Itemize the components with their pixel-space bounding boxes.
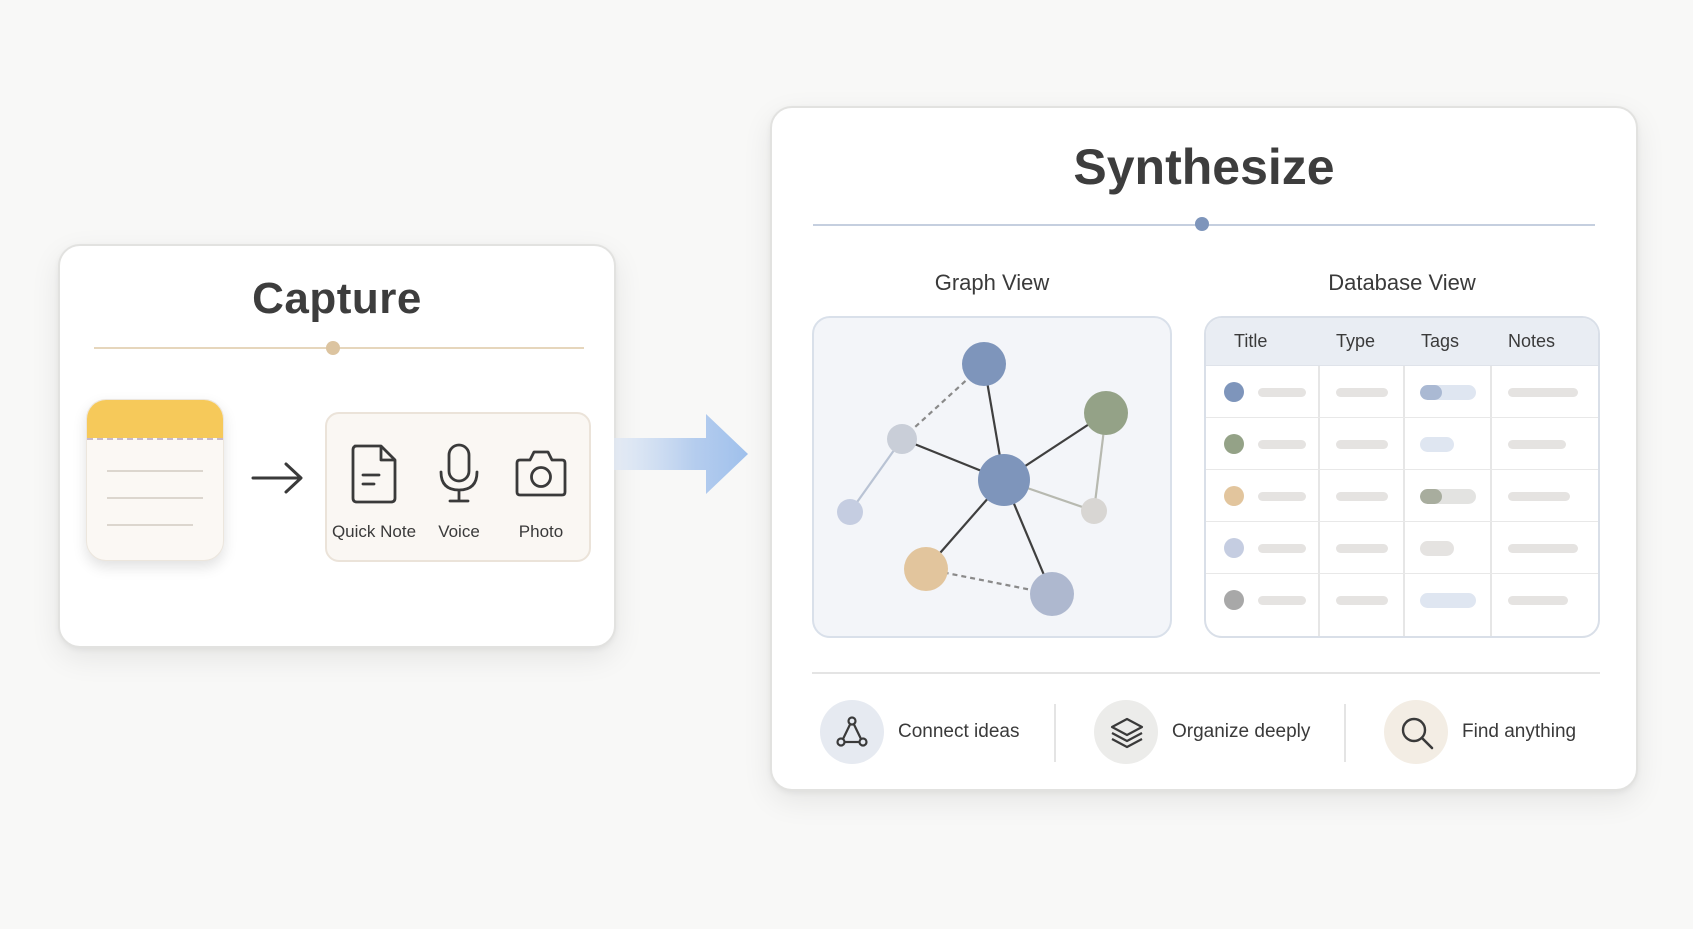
synthesize-title: Synthesize bbox=[1073, 139, 1335, 195]
find-anything-label: Find anything bbox=[1462, 721, 1577, 742]
table-row[interactable] bbox=[1206, 470, 1598, 522]
features-divider bbox=[812, 672, 1600, 674]
photo-label: Photo bbox=[518, 522, 564, 541]
graph-node bbox=[837, 499, 863, 525]
synthesize-divider-dot bbox=[1195, 217, 1209, 231]
quick-note-button[interactable]: Quick Note bbox=[329, 442, 419, 542]
database-header: Title Type Tags Notes bbox=[1206, 318, 1598, 366]
column-tags[interactable]: Tags bbox=[1421, 331, 1460, 351]
table-row[interactable] bbox=[1206, 522, 1598, 574]
tag-pill bbox=[1420, 385, 1476, 400]
graph-node bbox=[904, 547, 948, 591]
microphone-icon bbox=[439, 443, 479, 503]
feature-separator bbox=[1344, 704, 1346, 762]
feature-connect-ideas[interactable]: Connect ideas bbox=[820, 700, 1040, 766]
row-dot bbox=[1224, 434, 1244, 454]
row-dot bbox=[1224, 486, 1244, 506]
capture-divider-dot bbox=[326, 341, 340, 355]
flow-arrow-icon bbox=[614, 414, 748, 494]
feature-organize-deeply[interactable]: Organize deeply bbox=[1094, 700, 1324, 766]
network-icon bbox=[820, 700, 884, 764]
database-view-panel[interactable]: Title Type Tags Notes bbox=[1204, 316, 1600, 638]
tag-pill bbox=[1420, 593, 1476, 608]
search-icon bbox=[1384, 700, 1448, 764]
capture-card: Capture Quick Note bbox=[58, 244, 616, 648]
table-row[interactable] bbox=[1206, 574, 1598, 626]
tag-pill bbox=[1420, 489, 1476, 504]
feature-separator bbox=[1054, 704, 1056, 762]
feature-find-anything[interactable]: Find anything bbox=[1384, 700, 1604, 766]
graph-network bbox=[837, 342, 1128, 616]
graph-node bbox=[1030, 572, 1074, 616]
connect-ideas-label: Connect ideas bbox=[898, 721, 1020, 742]
voice-label: Voice bbox=[438, 522, 480, 541]
layers-icon bbox=[1094, 700, 1158, 764]
graph-node bbox=[1084, 391, 1128, 435]
row-dot bbox=[1224, 538, 1244, 558]
table-row[interactable] bbox=[1206, 366, 1598, 418]
graph-node bbox=[978, 454, 1030, 506]
column-notes[interactable]: Notes bbox=[1508, 331, 1556, 351]
graph-view-panel[interactable] bbox=[812, 316, 1172, 638]
database-view-label: Database View bbox=[1328, 270, 1476, 295]
arrow-right-icon bbox=[251, 462, 303, 494]
table-row[interactable] bbox=[1206, 418, 1598, 470]
photo-button[interactable]: Photo bbox=[496, 442, 586, 542]
column-type[interactable]: Type bbox=[1336, 331, 1376, 351]
row-dot bbox=[1224, 382, 1244, 402]
graph-view-label: Graph View bbox=[934, 270, 1050, 295]
graph-node bbox=[887, 424, 917, 454]
capture-methods-panel: Quick Note Voice Photo bbox=[325, 412, 591, 562]
tag-pill bbox=[1420, 437, 1454, 452]
synthesize-card: Synthesize Graph View Database View bbox=[770, 106, 1638, 791]
camera-icon bbox=[515, 450, 567, 497]
notepad-icon bbox=[86, 399, 224, 561]
document-icon bbox=[351, 444, 397, 504]
capture-title: Capture bbox=[252, 274, 422, 323]
row-dot bbox=[1224, 590, 1244, 610]
column-title[interactable]: Title bbox=[1234, 331, 1268, 351]
quick-note-label: Quick Note bbox=[331, 522, 417, 541]
graph-node bbox=[1081, 498, 1107, 524]
organize-deeply-label: Organize deeply bbox=[1172, 721, 1311, 742]
graph-node bbox=[962, 342, 1006, 386]
voice-button[interactable]: Voice bbox=[414, 442, 504, 542]
tag-pill bbox=[1420, 541, 1454, 556]
